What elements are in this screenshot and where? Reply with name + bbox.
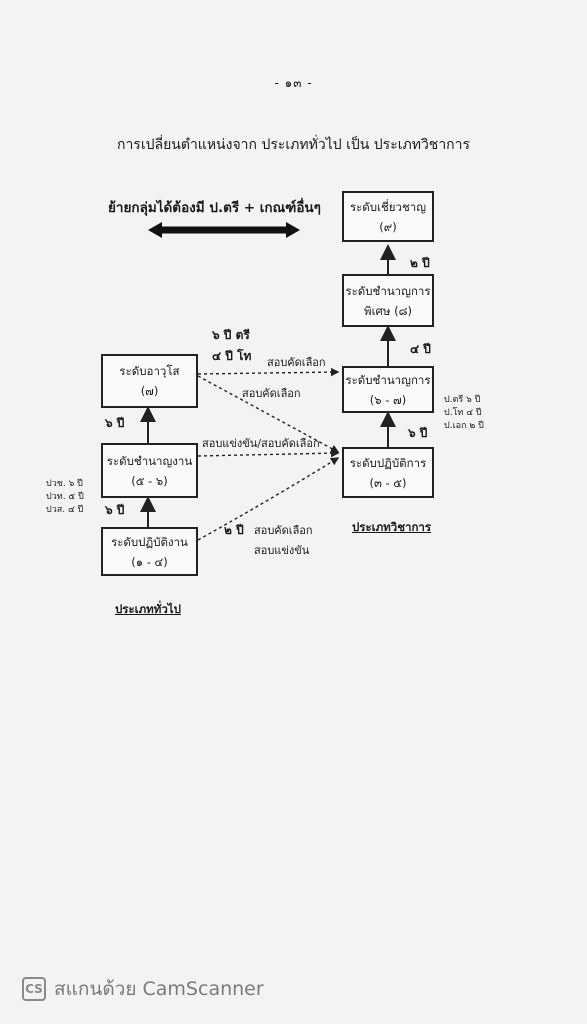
academic-senior-pro-name: ระดับชำนาญการ (345, 283, 431, 298)
page-title: การเปลี่ยนตำแหน่งจาก ประเภททั่วไป เป็น ป… (116, 137, 471, 153)
academic-senior-pro-box: ระดับชำนาญการ พิเศษ (๘) (342, 274, 434, 327)
transfer-practitioner-method-1: สอบคัดเลือก (254, 524, 313, 537)
transfer-senior-to-pro-label: สอบคัดเลือก (267, 356, 326, 369)
academic-expert-name: ระดับเชี่ยวชาญ (349, 199, 427, 214)
transfer-years-bachelor: ๖ ปี ตรี (212, 328, 250, 342)
edge-label-pro-to-senior-pro: ๔ ปี (410, 342, 431, 356)
academic-heading: ประเภทวิชาการ (352, 520, 432, 534)
transfer-years-master: ๔ ปี โท (212, 349, 252, 363)
edge-label-expert-to-senior: ๖ ปี (105, 416, 125, 430)
general-practitioner-range: (๑ - ๔) (131, 554, 168, 569)
camscanner-logo-icon: CS (22, 977, 46, 1001)
edge-label-senior-pro-to-expert: ๒ ปี (410, 256, 430, 270)
general-qualification-1: ปวช. ๖ ปี (46, 479, 83, 489)
edge-label-practitioner-to-pro: ๖ ปี (408, 426, 428, 440)
page-number: - ๑๓ - (274, 76, 313, 90)
transfer-expert-to-practitioner-label: สอบแข่งขัน/สอบคัดเลือก (202, 437, 320, 450)
arrow-senior-to-pro (197, 367, 340, 377)
academic-qualification-1: ป.ตรี ๖ ปี (444, 395, 481, 405)
general-senior-box: ระดับอาวุโส (๗) (101, 354, 198, 408)
academic-qualification-3: ป.เอก ๒ ปี (444, 421, 484, 431)
academic-expert-box: ระดับเชี่ยวชาญ (๙) (342, 191, 434, 242)
academic-qualifications: ป.ตรี ๖ ปี ป.โท ๔ ปี ป.เอก ๒ ปี (444, 394, 484, 433)
general-expert-box: ระดับชำนาญงาน (๕ - ๖) (101, 443, 198, 498)
transfer-practitioner-method-2: สอบแข่งขัน (254, 544, 310, 557)
arrow-practitioner-to-practitioner (197, 457, 340, 541)
general-practitioner-name: ระดับปฏิบัติงาน (111, 534, 188, 549)
general-qualification-3: ปวส. ๔ ปี (46, 505, 84, 515)
academic-pro-box: ระดับชำนาญการ (๖ - ๗) (342, 366, 434, 413)
transfer-rule-text: ย้ายกลุ่มได้ต้องมี ป.ตรี + เกณฑ์อื่นๆ (108, 200, 321, 216)
camscanner-text: สแกนด้วย CamScanner (54, 978, 264, 1000)
academic-practitioner-box: ระดับปฏิบัติการ (๓ - ๕) (342, 447, 434, 498)
transfer-senior-to-practitioner-label: สอบคัดเลือก (242, 387, 301, 400)
general-expert-range: (๕ - ๖) (131, 473, 168, 488)
general-senior-name: ระดับอาวุโส (119, 364, 180, 378)
transfer-practitioner-years: ๒ ปี (224, 523, 244, 537)
general-senior-range: (๗) (140, 384, 159, 398)
general-heading: ประเภททั่วไป (115, 602, 181, 616)
arrow-senior-to-practitioner (197, 375, 340, 453)
general-practitioner-box: ระดับปฏิบัติงาน (๑ - ๔) (101, 527, 198, 576)
academic-expert-range: (๙) (379, 219, 397, 234)
camscanner-watermark: CS สแกนด้วย CamScanner (22, 974, 264, 1004)
academic-practitioner-range: (๓ - ๕) (369, 475, 407, 490)
academic-pro-range: (๖ - ๗) (369, 392, 407, 407)
academic-practitioner-name: ระดับปฏิบัติการ (349, 455, 427, 470)
academic-qualification-2: ป.โท ๔ ปี (444, 408, 482, 418)
academic-pro-name: ระดับชำนาญการ (345, 372, 431, 387)
edge-label-practitioner-to-expert: ๖ ปี (105, 503, 125, 517)
general-expert-name: ระดับชำนาญงาน (106, 453, 193, 468)
academic-senior-pro-range: พิเศษ (๘) (364, 303, 412, 318)
arrow-expert-to-practitioner (197, 448, 340, 458)
double-arrow-right-head (286, 222, 300, 238)
double-arrow-left-head (148, 222, 162, 238)
general-qualification-2: ปวท. ๕ ปี (46, 492, 84, 502)
general-qualifications: ปวช. ๖ ปี ปวท. ๕ ปี ปวส. ๔ ปี (46, 478, 84, 517)
